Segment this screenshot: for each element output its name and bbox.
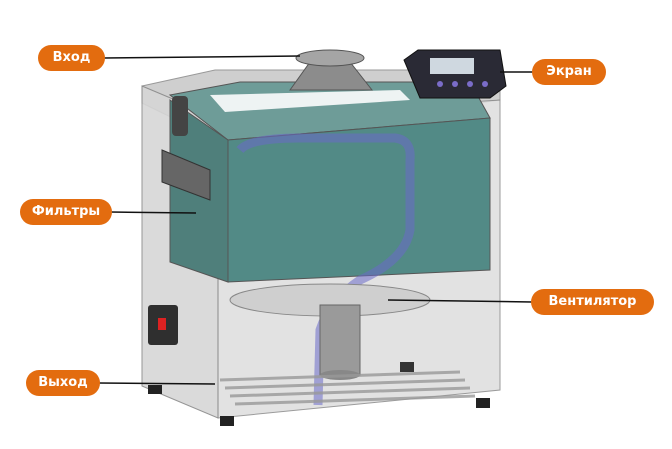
label-filters: Фильтры: [20, 199, 112, 225]
filter-front: [227, 117, 491, 283]
outlet-grille: [219, 370, 476, 406]
foot: [400, 362, 414, 372]
label-fan: Вентилятор: [531, 289, 654, 315]
power-switch: [158, 318, 166, 330]
foot: [220, 416, 234, 426]
label-outlet: Выход: [26, 370, 100, 396]
foot: [148, 385, 162, 394]
inlet-opening: [295, 49, 365, 67]
filter-latch: [172, 96, 188, 136]
fan-motor: [319, 304, 361, 376]
foot: [476, 398, 490, 408]
filter-handle: [161, 149, 211, 201]
filter-white-strip: [210, 90, 410, 112]
label-screen: Экран: [532, 59, 606, 85]
leader-lines: [97, 55, 533, 385]
control-display: [430, 58, 474, 74]
label-inlet: Вход: [38, 45, 105, 71]
control-buttons: [437, 81, 488, 87]
